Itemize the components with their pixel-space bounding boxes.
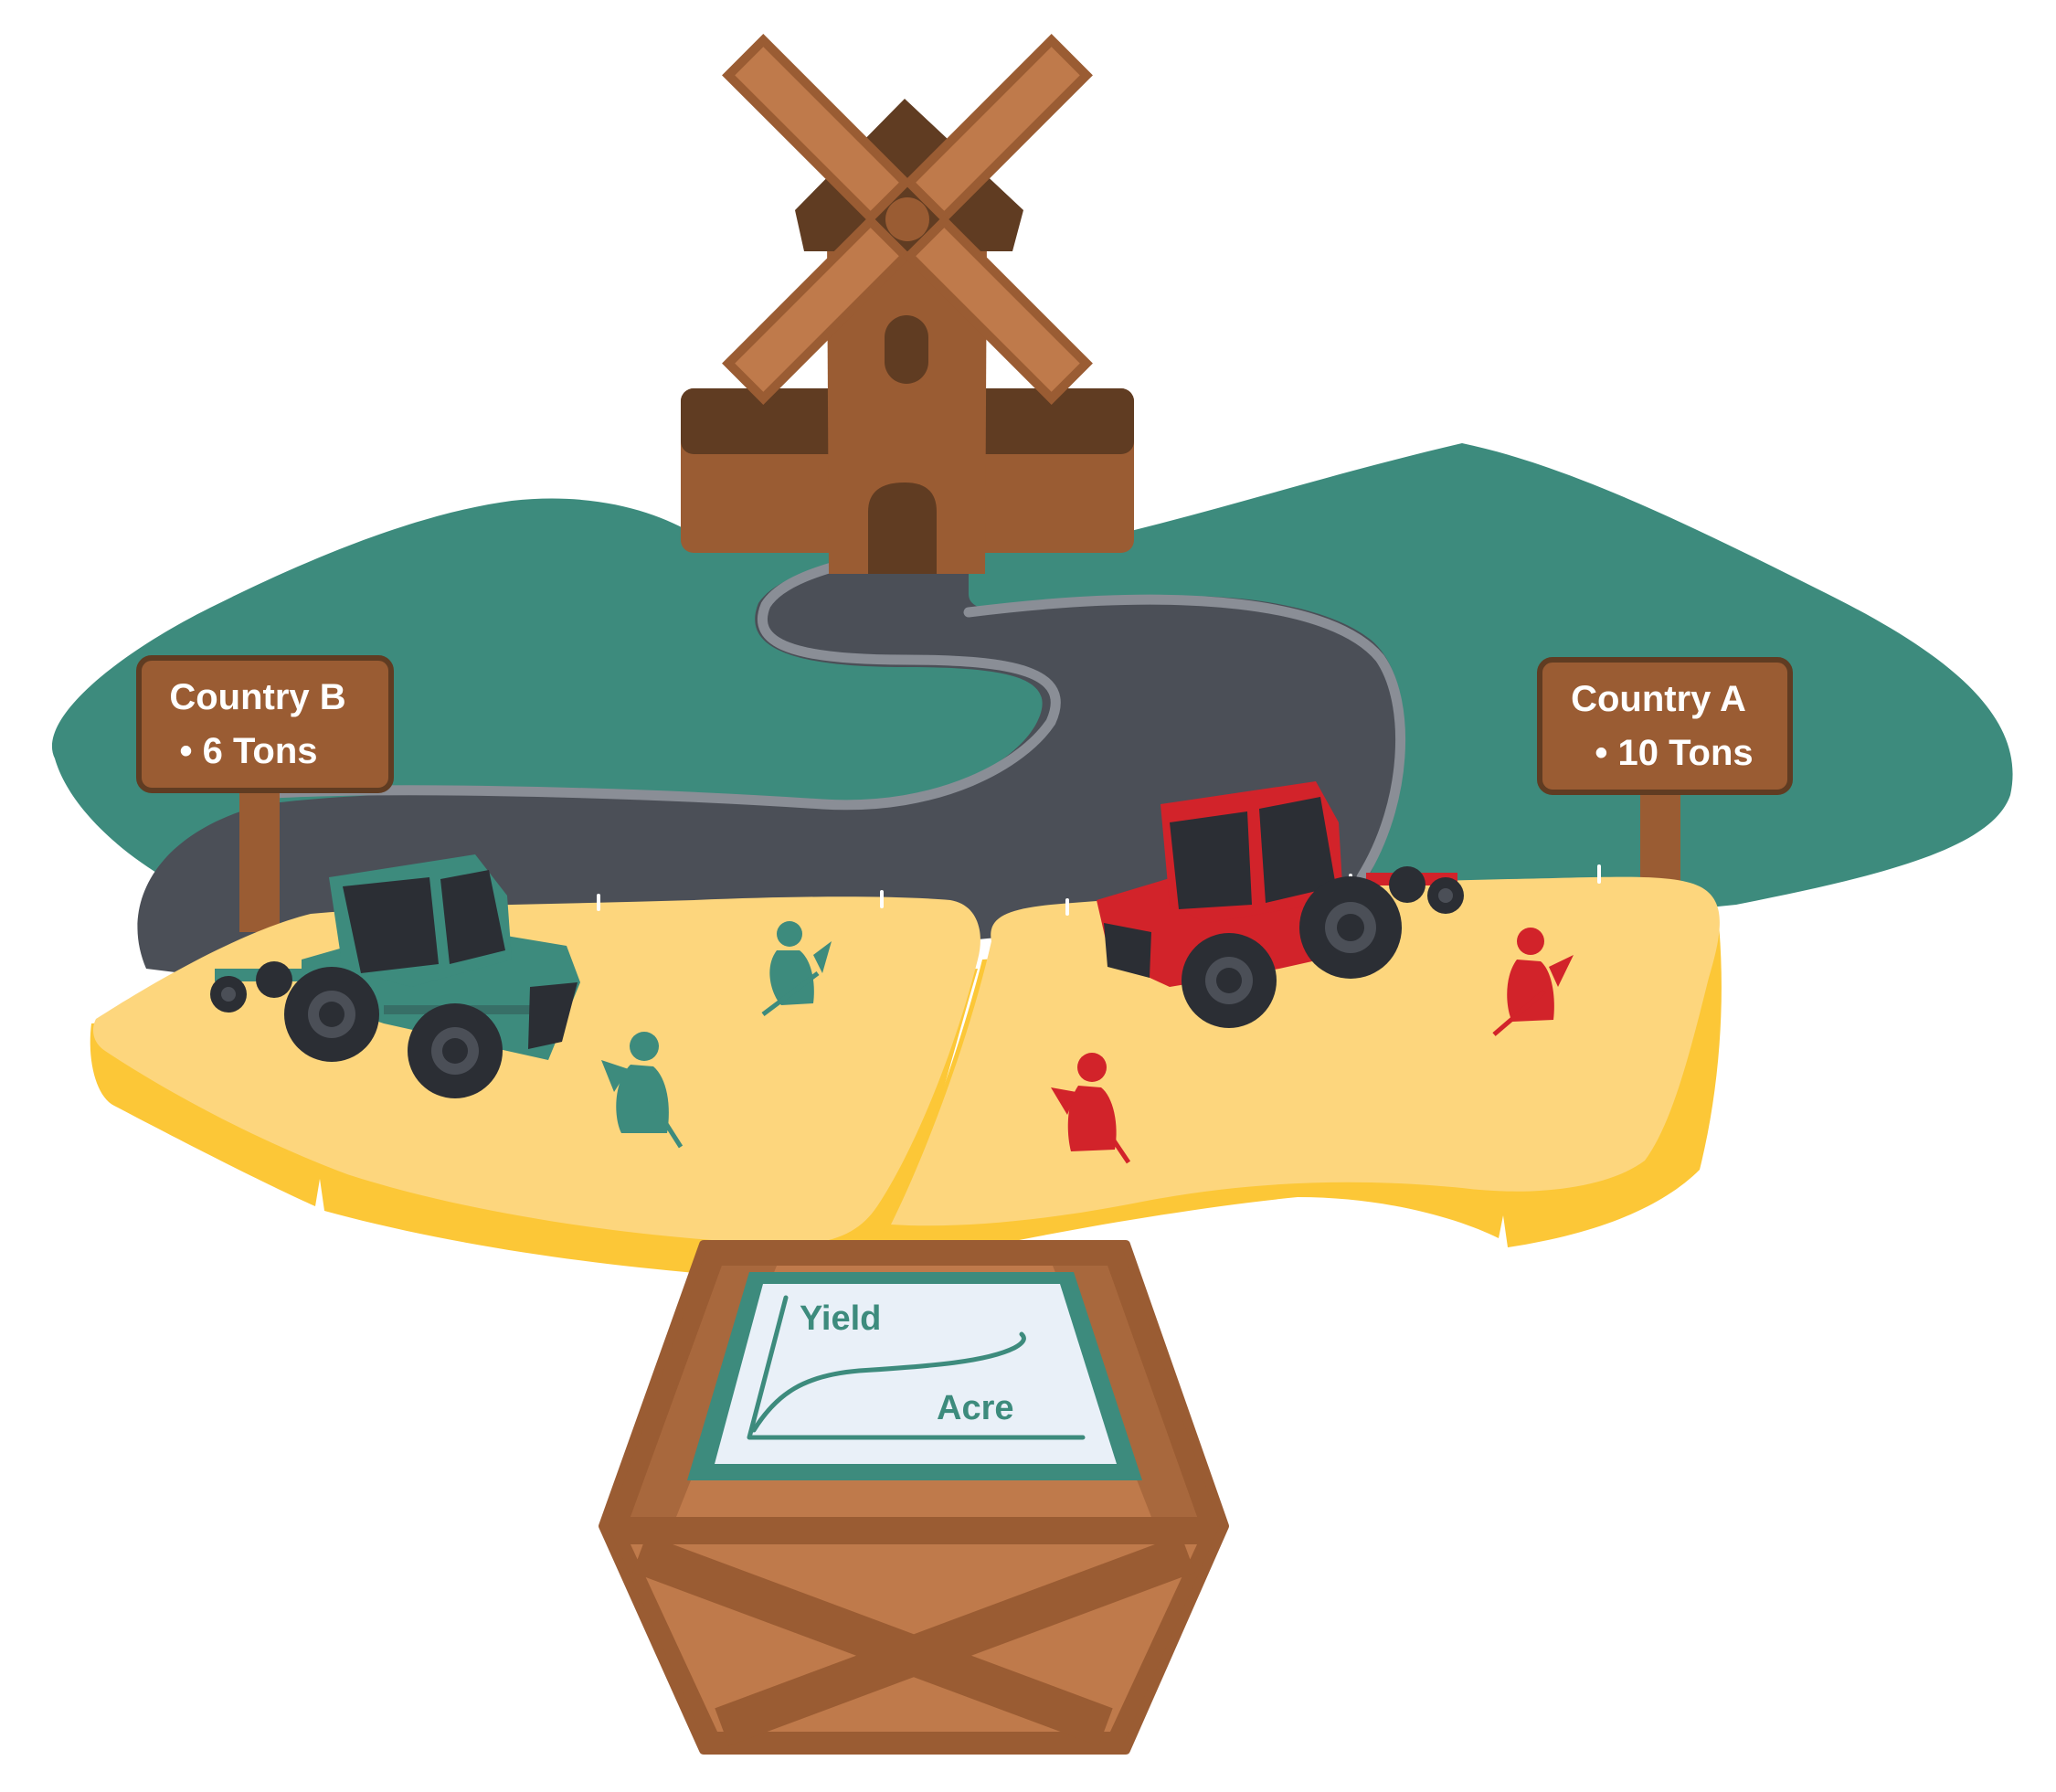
sign-country-b-value: • 6 Tons bbox=[179, 731, 317, 771]
chart-curve bbox=[751, 1331, 1026, 1433]
windmill-sails bbox=[722, 34, 1093, 405]
teal-farmer-1 bbox=[761, 921, 832, 1016]
chart-y-label: Yield bbox=[800, 1299, 881, 1338]
windmill bbox=[681, 34, 1134, 574]
chart-axes bbox=[747, 1295, 1086, 1440]
right-sign-post bbox=[1640, 786, 1680, 886]
windmill-door bbox=[868, 482, 937, 574]
chart-board-paper bbox=[715, 1284, 1117, 1464]
red-farmer-1 bbox=[1051, 1053, 1131, 1164]
chart-x-label: Acre bbox=[937, 1389, 1014, 1427]
windmill-window bbox=[885, 315, 928, 384]
yield-acre-chart-board: Yield Acre bbox=[687, 1272, 1142, 1480]
teal-tractor bbox=[210, 854, 580, 1098]
red-farmer-2 bbox=[1492, 928, 1574, 1036]
sign-country-a: Country A • 10 Tons bbox=[1537, 657, 1793, 795]
teal-farmer-2 bbox=[601, 1032, 684, 1149]
left-sign-post bbox=[239, 786, 280, 932]
red-tractor bbox=[1097, 781, 1464, 1028]
sign-country-a-value: • 10 Tons bbox=[1595, 733, 1753, 773]
sign-country-a-title: Country A bbox=[1571, 679, 1746, 719]
wheat-fields bbox=[90, 864, 1722, 1280]
windmill-cap bbox=[795, 99, 1023, 251]
teal-tractor-cab-window bbox=[343, 877, 439, 973]
sign-country-b-title: Country B bbox=[169, 677, 345, 717]
windmill-tower bbox=[827, 233, 987, 574]
red-tractor-cab-window bbox=[1170, 811, 1252, 909]
road-edge-highlight bbox=[269, 556, 1061, 811]
sign-country-b: Country B • 6 Tons bbox=[136, 655, 394, 793]
road-edge-highlight-right bbox=[963, 594, 1406, 883]
